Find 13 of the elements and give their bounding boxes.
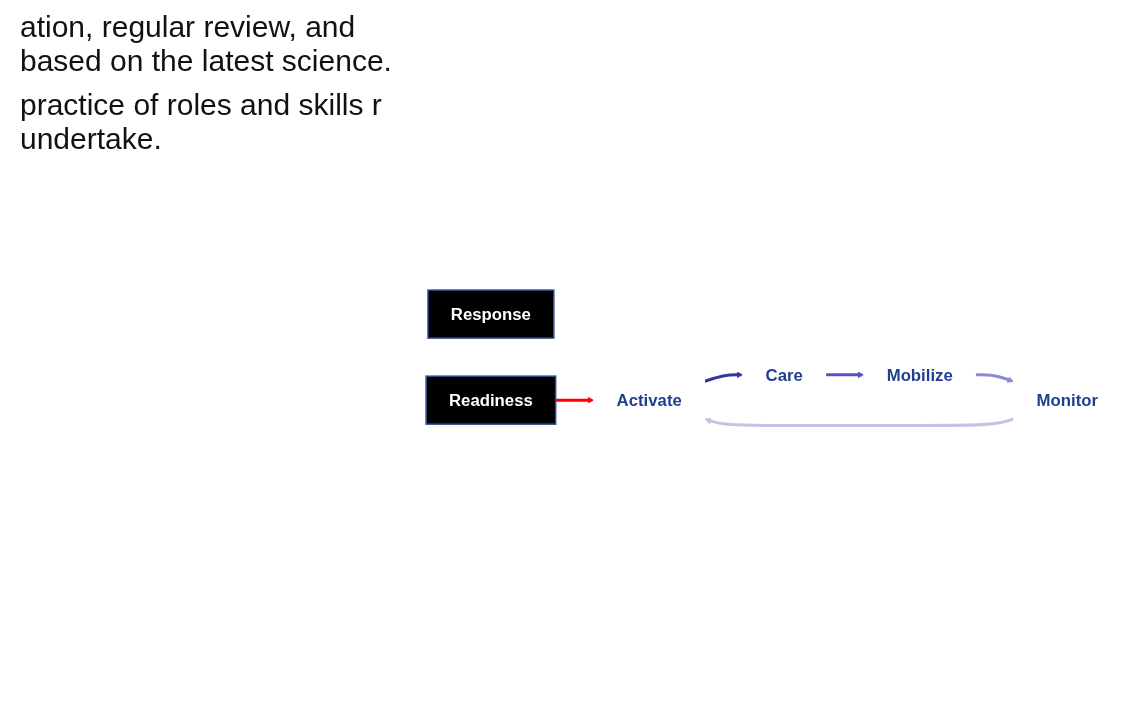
node-box: Response (427, 289, 555, 340)
arrow (825, 371, 865, 379)
arrow (975, 373, 1015, 383)
text-fragment: practice of roles and skills r undertake. (20, 88, 383, 156)
node-text: Monitor (1036, 390, 1099, 410)
arrow (555, 397, 595, 404)
arrow (704, 417, 1015, 428)
node-box: Readiness (425, 375, 557, 426)
arrow (704, 371, 744, 383)
text-fragment: ation, regular review, and based on the latest science. (20, 10, 393, 78)
node-text: Care (765, 365, 803, 385)
node-text: Activate (616, 390, 682, 410)
node-text: Mobilize (886, 365, 953, 385)
